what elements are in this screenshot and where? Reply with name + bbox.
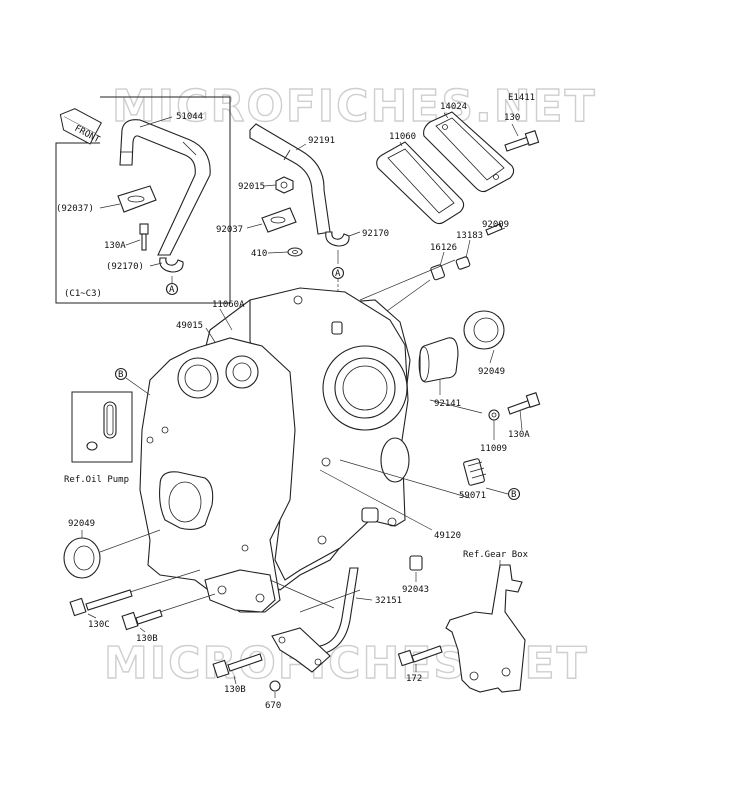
label-92037: 92037 xyxy=(216,225,243,235)
label-51044: 51044 xyxy=(176,112,203,122)
clamp-92170-inset xyxy=(159,257,184,273)
left-side-parts: B Ref.Oil Pump 92049 130C 130B xyxy=(63,367,216,644)
label-11009: 11009 xyxy=(480,444,507,454)
label-92141: 92141 xyxy=(434,399,461,409)
breather-cover-group: 11060 14024 130 92009 13183 16126 xyxy=(359,102,540,317)
diagram-code: E1411 xyxy=(508,93,535,103)
ref-oil-pump-box xyxy=(71,391,133,463)
label-130c: 130C xyxy=(88,620,110,630)
clamp-92037 xyxy=(261,207,297,233)
front-arrow-icon xyxy=(59,108,102,145)
callout-a-inset xyxy=(165,282,179,296)
hose-92191 xyxy=(249,123,331,235)
label-130a-inset: 130A xyxy=(104,241,126,251)
bottom-parts: 32151 92043 130B 670 172 Ref.Gear Box xyxy=(212,550,529,711)
label-130a: 130A xyxy=(508,430,530,440)
right-side-parts: B 92049 92141 130A 11009 59071 49120 xyxy=(319,310,541,541)
label-130b-mid: 130B xyxy=(136,634,158,644)
inset-note: (C1~C3) xyxy=(64,289,102,299)
bolt-130c xyxy=(85,589,133,611)
label-49015: 49015 xyxy=(176,321,203,331)
dowel-16126 xyxy=(430,264,446,281)
washer-410 xyxy=(287,247,303,257)
ref-gear-box-label: Ref.Gear Box xyxy=(463,550,529,560)
label-670: 670 xyxy=(265,701,281,711)
hose-51044 xyxy=(119,119,211,256)
bolt-130 xyxy=(504,136,531,152)
callout-b-left-label: B xyxy=(118,370,123,380)
label-59071: 59071 xyxy=(459,491,486,501)
label-13183: 13183 xyxy=(456,231,483,241)
callout-a-label: A xyxy=(335,269,341,279)
callout-b-right xyxy=(507,487,521,501)
nut-92015 xyxy=(275,176,294,194)
label-11060: 11060 xyxy=(389,132,416,142)
label-14024: 14024 xyxy=(440,102,467,112)
breather-hose-group: A 92191 92015 92037 410 92170 xyxy=(216,123,389,322)
o-ring-670 xyxy=(269,680,281,692)
crankcase-assembly: 11060A 49015 xyxy=(139,287,411,613)
oil-seal-92049-left xyxy=(63,537,101,579)
watermark-top: MICROFICHES.NET xyxy=(112,81,597,132)
label-130b-low: 130B xyxy=(224,685,246,695)
callout-a xyxy=(331,266,345,280)
clamp-92037-inset xyxy=(117,185,157,213)
inset-box: FRONT A 51044 (92037) 130A (92170) (C1~C… xyxy=(55,96,231,304)
callout-a-inset-label: A xyxy=(169,285,175,295)
clamp-92170 xyxy=(325,231,350,247)
bushing-92141 xyxy=(419,337,459,383)
callout-b-right-label: B xyxy=(511,490,516,500)
label-32151: 32151 xyxy=(375,596,402,606)
bolt-130a-inset xyxy=(139,223,149,235)
gasket-11060 xyxy=(376,141,465,225)
dowel-92043 xyxy=(409,555,423,571)
bolt-130b-mid xyxy=(135,609,163,625)
label-92015: 92015 xyxy=(238,182,265,192)
label-92049-top: 92049 xyxy=(478,367,505,377)
label-130: 130 xyxy=(504,113,520,123)
plug-13183 xyxy=(455,256,471,270)
label-410: 410 xyxy=(251,249,267,259)
callout-b-left xyxy=(114,367,128,381)
label-92037-paren: (92037) xyxy=(56,204,94,214)
label-92170-paren: (92170) xyxy=(106,262,144,272)
bolt-130b-low xyxy=(227,653,263,672)
label-92009: 92009 xyxy=(482,220,509,230)
label-92049-left: 92049 xyxy=(68,519,95,529)
label-49120: 49120 xyxy=(434,531,461,541)
label-172: 172 xyxy=(406,674,422,684)
oil-seal-92049-top xyxy=(463,310,505,350)
washer-11009 xyxy=(488,409,500,421)
label-92191: 92191 xyxy=(308,136,335,146)
cover-14024 xyxy=(423,111,515,193)
ref-oil-pump-label: Ref.Oil Pump xyxy=(64,475,129,485)
label-92170: 92170 xyxy=(362,229,389,239)
label-11060a: 11060A xyxy=(212,300,245,310)
label-92043: 92043 xyxy=(402,585,429,595)
label-16126: 16126 xyxy=(430,243,457,253)
gear-box-bracket xyxy=(445,564,526,693)
